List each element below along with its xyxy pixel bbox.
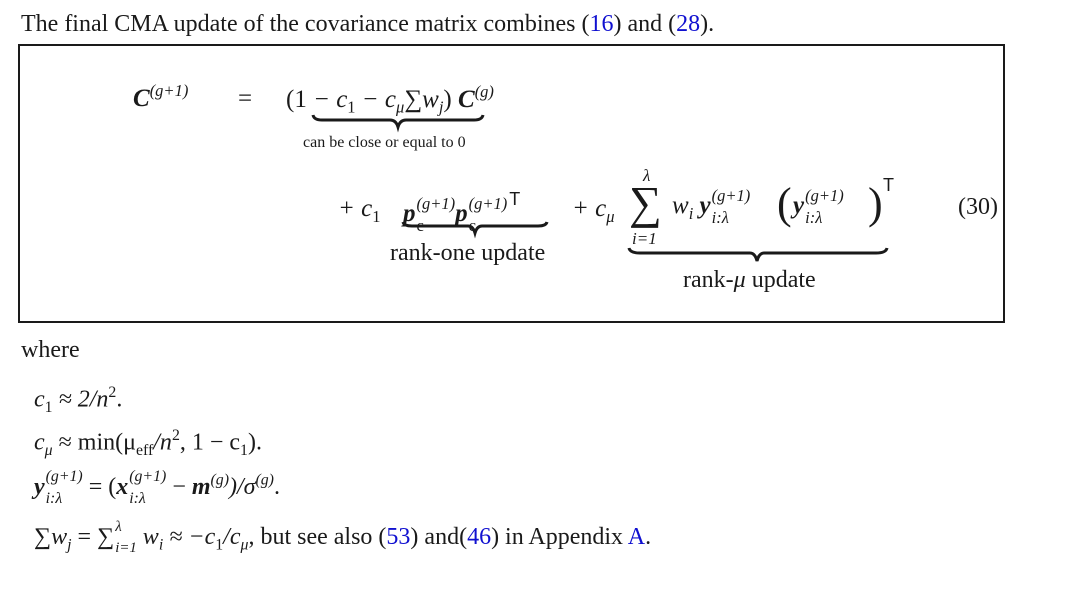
- equation-lhs: C(g+1): [133, 81, 189, 112]
- sum-symbol: ∑: [629, 177, 662, 228]
- transpose-mark: T: [883, 175, 894, 195]
- rank-one-coefficient: + c1: [338, 195, 381, 226]
- equation-term1: (1 − c1 − cμ∑wj) C(g): [286, 82, 494, 117]
- brace3-label: rank-μ update: [683, 267, 816, 293]
- intro-sentence: The final CMA update of the covariance m…: [21, 11, 715, 37]
- equation-number: (30): [958, 194, 998, 220]
- where-label: where: [21, 337, 80, 363]
- underbrace-icon: [311, 114, 485, 133]
- brace1-label: can be close or equal to 0: [303, 134, 466, 151]
- sum-upper-limit: λ: [643, 166, 651, 185]
- definition-cmu: cμ ≈ min(μeff/n2, 1 − c1).: [34, 427, 262, 460]
- brace2-label: rank-one update: [390, 240, 546, 266]
- eq-ref-28-link[interactable]: 28: [676, 11, 701, 37]
- rank-mu-transposed: y(g+1)i:λ: [793, 186, 844, 228]
- underbrace-icon: [627, 247, 889, 262]
- rank-mu-body: wi y(g+1)i:λ: [672, 186, 751, 228]
- appendix-a-link[interactable]: A: [627, 524, 646, 551]
- close-paren: ): [868, 179, 883, 228]
- eq-ref-46-link[interactable]: 46: [467, 524, 492, 551]
- rank-mu-coefficient: + cμ: [572, 195, 615, 226]
- open-paren: (: [777, 179, 792, 228]
- equation-box: [18, 44, 1005, 323]
- definition-y: y(g+1)i:λ = (x(g+1)i:λ − m(g))/σ(g).: [34, 468, 280, 507]
- underbrace-icon: [401, 221, 549, 239]
- eq-ref-53-link[interactable]: 53: [386, 524, 411, 551]
- equals-sign: =: [238, 85, 253, 112]
- eq-ref-16-link[interactable]: 16: [589, 11, 614, 37]
- sum-lower-limit: i=1: [632, 229, 657, 248]
- definition-c1: c1 ≈ 2/n2.: [34, 384, 123, 417]
